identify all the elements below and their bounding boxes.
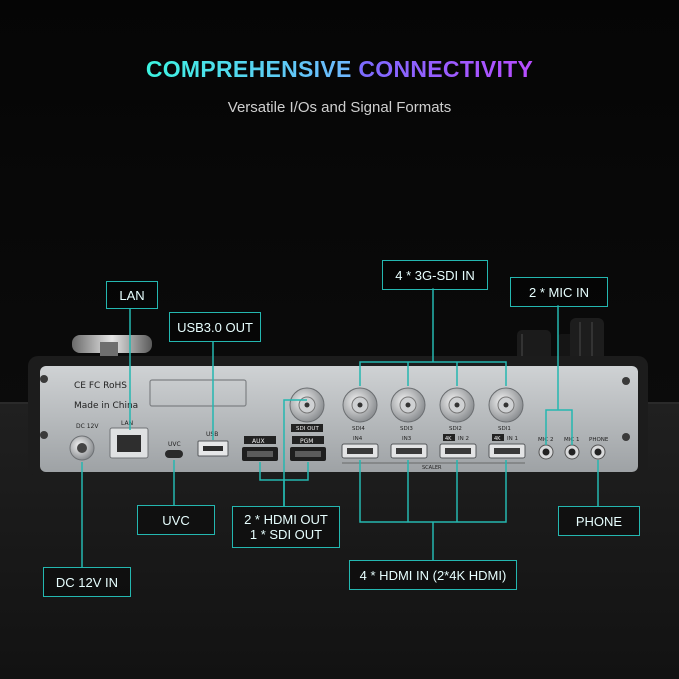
dc-jack: DC 12V — [69, 423, 99, 461]
svg-text:LAN: LAN — [121, 420, 133, 427]
callout-uvc: UVC — [137, 505, 215, 535]
svg-text:PGM: PGM — [300, 438, 313, 445]
headline: COMPREHENSIVE CONNECTIVITY — [0, 56, 679, 83]
rear-panel — [40, 366, 638, 472]
screw — [40, 375, 48, 383]
callout-outputs-line1: 2 * HDMI OUT — [244, 512, 328, 527]
sdi1-bnc: SDI1 — [488, 387, 524, 432]
sdi3-bnc: SDI3 — [390, 387, 426, 432]
svg-text:AUX: AUX — [252, 438, 265, 445]
callout-lan: LAN — [106, 281, 158, 309]
svg-text:SDI3: SDI3 — [400, 426, 413, 432]
svg-text:SDI1: SDI1 — [498, 426, 511, 432]
callout-mic-in: 2 * MIC IN — [510, 277, 608, 307]
svg-text:IN 2: IN 2 — [458, 436, 469, 442]
callout-outputs-line2: 1 * SDI OUT — [249, 527, 323, 542]
uvc-port: UVC — [165, 441, 183, 458]
leader-lines — [81, 288, 599, 567]
cert-text: CE FC RoHS — [74, 381, 127, 391]
sdi4-bnc: SDI4 — [342, 387, 378, 432]
svg-text:UVC: UVC — [168, 441, 181, 448]
callout-usb: USB3.0 OUT — [169, 312, 261, 342]
svg-text:IN4: IN4 — [353, 436, 363, 442]
hdmi-in4-port: IN4 — [341, 436, 379, 459]
svg-text:PHONE: PHONE — [589, 437, 609, 443]
svg-text:SDI2: SDI2 — [449, 426, 462, 432]
callout-phone: PHONE — [558, 506, 640, 536]
svg-text:SCALER: SCALER — [422, 465, 442, 471]
hdmi-in1-port: 4K IN 1 — [488, 434, 526, 459]
subtitle: Versatile I/Os and Signal Formats — [227, 99, 452, 116]
callout-hdmi-in: 4 * HDMI IN (2*4K HDMI) — [349, 560, 517, 590]
hdmi-in2-port: 4K IN 2 — [439, 434, 477, 459]
phone-jack: PHONE — [589, 437, 609, 460]
hdmi-in3-port: IN3 — [390, 436, 428, 459]
svg-text:USB: USB — [206, 431, 218, 438]
callout-sdi-in: 4 * 3G-SDI IN — [382, 260, 488, 290]
usb-port: USB — [197, 431, 229, 457]
svg-text:4K: 4K — [494, 436, 501, 442]
label-plate — [149, 379, 247, 407]
svg-text:4K: 4K — [445, 436, 452, 442]
screw — [622, 433, 630, 441]
sdi-out-bnc: SDI OUT — [289, 387, 325, 432]
origin-text: Made in China — [74, 401, 138, 411]
headline-part1: COMPREHENSIVE — [145, 56, 352, 82]
screw — [40, 431, 48, 439]
svg-text:DC 12V: DC 12V — [76, 423, 99, 430]
svg-text:SDI OUT: SDI OUT — [296, 426, 319, 432]
callout-outputs: 2 * HDMI OUT 1 * SDI OUT — [232, 506, 340, 548]
callout-dc: DC 12V IN — [43, 567, 131, 597]
screw — [622, 377, 630, 385]
svg-text:SDI4: SDI4 — [352, 426, 365, 432]
headline-part2: CONNECTIVITY — [358, 56, 534, 82]
pgm-hdmi-port: PGM — [290, 436, 326, 461]
sdi2-bnc: SDI2 — [439, 387, 475, 432]
scaler-marker: SCALER — [342, 462, 525, 471]
svg-text:IN 1: IN 1 — [507, 436, 518, 442]
svg-text:IN3: IN3 — [402, 436, 412, 442]
aux-hdmi-port: AUX — [242, 436, 278, 461]
lan-port: LAN — [109, 420, 149, 459]
